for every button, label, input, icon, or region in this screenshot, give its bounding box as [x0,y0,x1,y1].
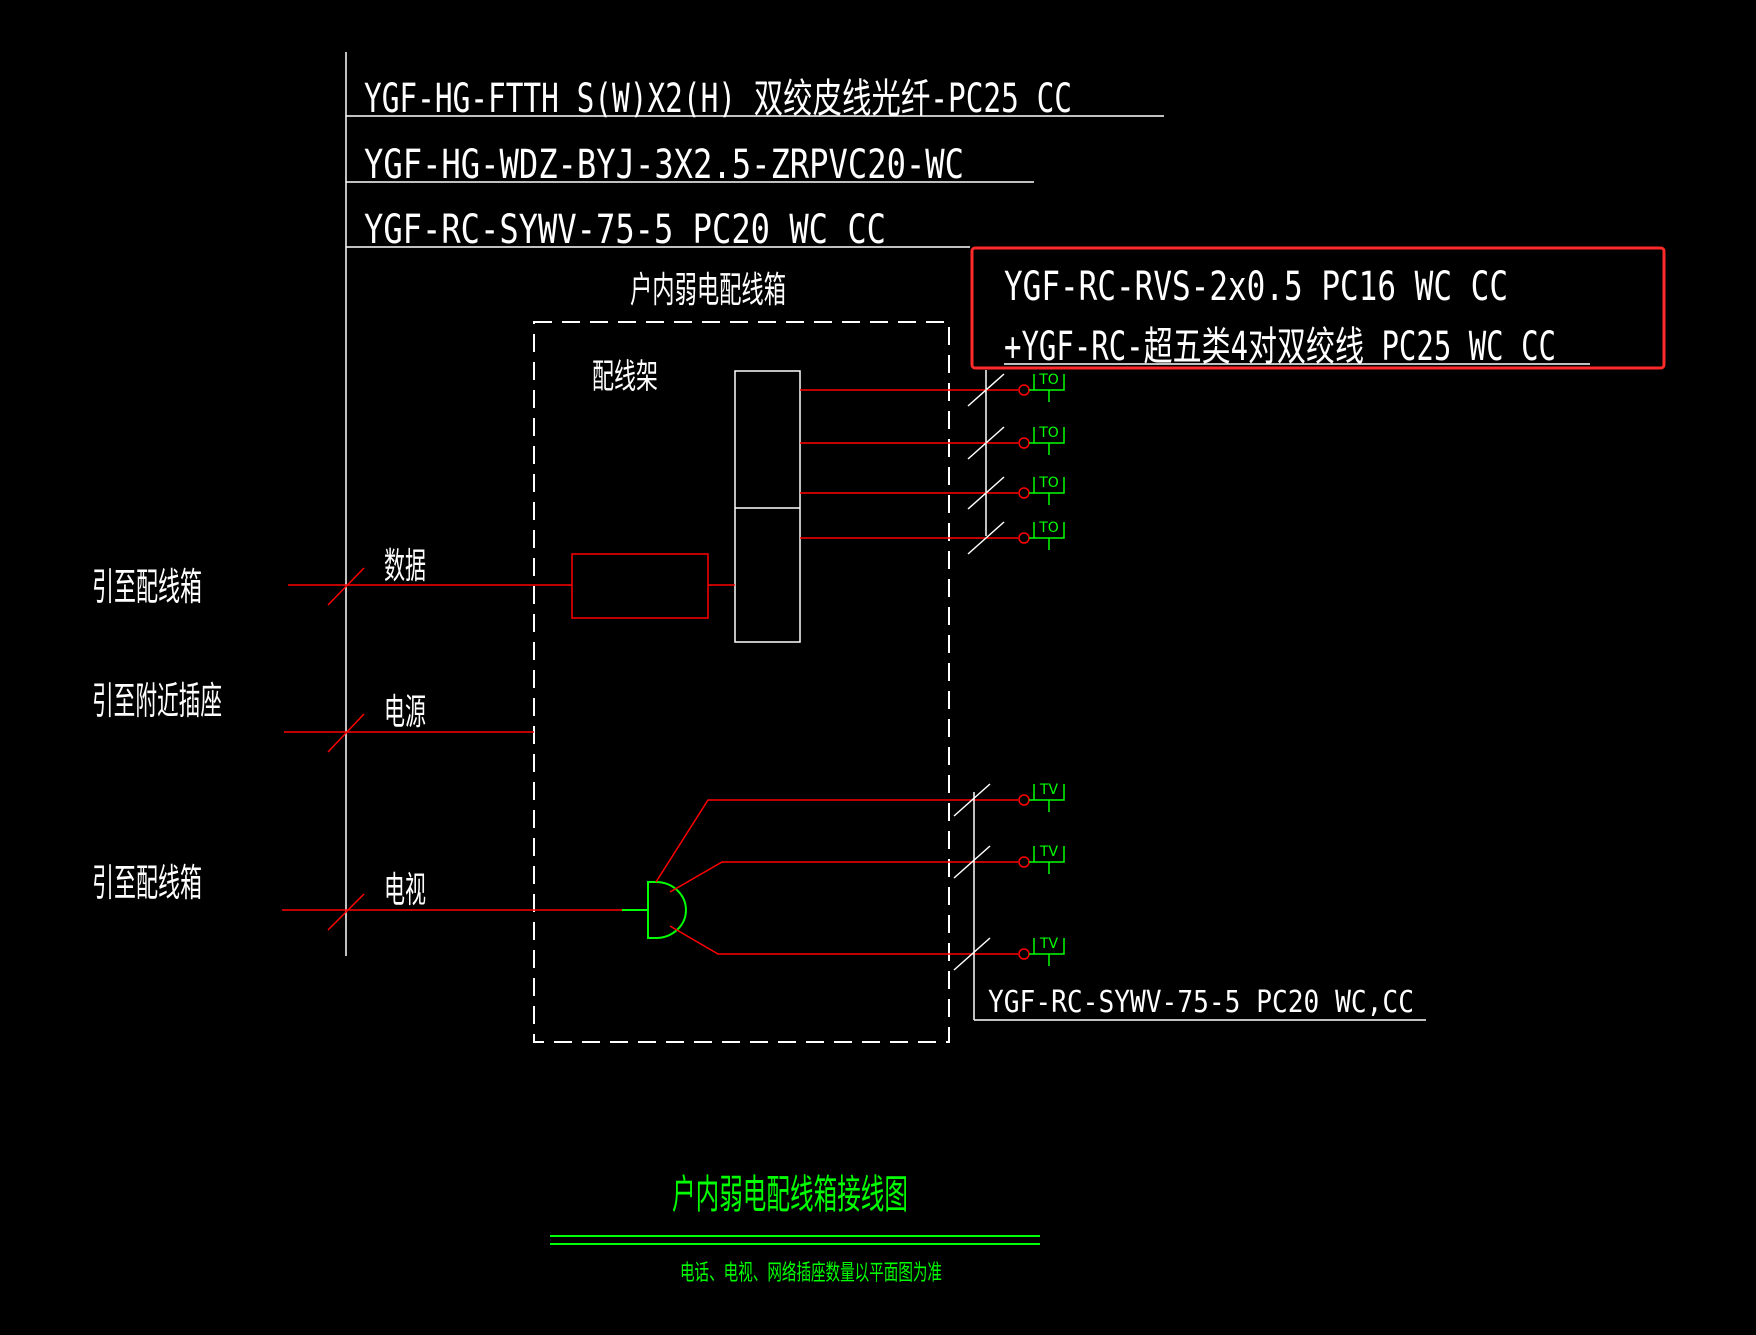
tv-line-label: 电视 [384,870,426,911]
data-outlet-tick [967,373,1005,407]
onu-module [571,553,709,619]
data-outlet-3: TO [800,475,1065,510]
data-outlet-4: TO [800,520,1065,555]
tv-outlet-tick [953,937,991,971]
left-label-to-box-1: 引至配线箱 [92,565,202,609]
data-outlet-tick [967,426,1005,460]
coax-in-cable-label: YGF-RC-SYWV-75-5 PC20 WC CC [364,207,886,253]
data-outlet-tick [967,521,1005,555]
tv-outlet-tag: TV [1039,782,1059,798]
data-outlet-tag: TO [1038,475,1059,491]
tv-branch-2 [669,861,984,893]
tv-outlet-tick [953,783,991,817]
tv-branch-3 [669,925,984,955]
tv-outlet-tick [953,845,991,879]
patch-panel [734,370,801,643]
distribution-box-outline [533,321,950,1043]
coax-out-cable-label: YGF-RC-SYWV-75-5 PC20 WC,CC [988,985,1414,1020]
drawing-title: 户内弱电配线箱接线图 [672,1172,908,1218]
patch-panel-label: 配线架 [592,357,658,397]
box-title: 户内弱电配线箱 [630,270,786,311]
tv-outlet-3: TV [953,936,1065,971]
tv-outlet-1: TV [953,782,1065,817]
data-outlet-tag: TO [1038,425,1059,441]
tv-outlet-2: TV [953,844,1065,879]
ftth-cable-label: YGF-HG-FTTH S(W)X2(H) 双绞皮线光纤-PC25 CC [364,76,1072,122]
highlight-line-2: +YGF-RC-超五类4对双绞线 PC25 WC CC [1004,324,1556,370]
data-outlet-tag: TO [1038,372,1059,388]
data-outlet-2: TO [800,425,1065,460]
data-outlet-tag: TO [1038,520,1059,536]
drawing-note: 电话、电视、网络插座数量以平面图为准 [680,1261,942,1286]
highlight-box [970,246,1666,370]
left-label-to-box-2: 引至配线箱 [92,861,202,905]
data-outlet-1: TO [800,372,1065,407]
data-line-label: 数据 [384,546,426,587]
left-label-to-socket: 引至附近插座 [92,679,222,723]
highlight-line-1: YGF-RC-RVS-2x0.5 PC16 WC CC [1004,264,1508,310]
outlet-group: TO TO TO TO TV TV TV [800,372,1065,971]
tv-branch-1 [655,799,984,883]
data-outlet-tick [967,476,1005,510]
power-line-label: 电源 [384,692,426,733]
tv-splitter-icon [647,881,687,939]
power-line-tick [327,713,365,753]
power-cable-label: YGF-HG-WDZ-BYJ-3X2.5-ZRPVC20-WC [364,142,964,188]
tv-outlet-tag: TV [1039,844,1059,860]
tv-line-tick [327,893,365,931]
data-line-tick [327,567,365,606]
tv-outlet-tag: TV [1039,936,1059,952]
